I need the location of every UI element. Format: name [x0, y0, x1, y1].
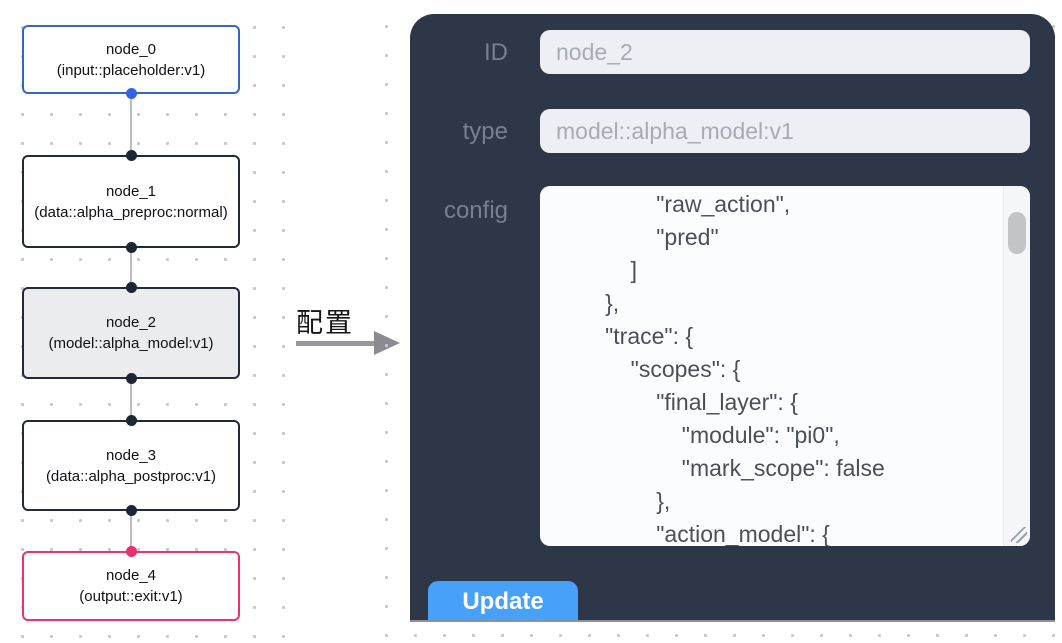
output-port[interactable]	[125, 373, 137, 384]
config-textarea[interactable]: "raw_action", "pred" ] }, "trace": { "sc…	[540, 186, 1030, 546]
id-field-label: ID	[484, 39, 508, 66]
input-port[interactable]	[125, 415, 137, 426]
type-input[interactable]	[540, 109, 1030, 153]
node-subtitle: (input::placeholder:v1)	[56, 61, 206, 79]
input-port[interactable]	[125, 150, 137, 161]
scrollbar-thumb[interactable]	[1008, 212, 1026, 254]
type-field-label: type	[462, 118, 508, 145]
node-title: node_1	[105, 182, 157, 200]
output-port[interactable]	[125, 88, 137, 99]
configure-label: 配置	[296, 308, 354, 338]
scrollbar-track[interactable]	[1003, 186, 1030, 546]
node-node_1[interactable]: node_1 (data::alpha_preproc:normal)	[22, 150, 240, 253]
resize-handle-icon[interactable]	[1011, 527, 1027, 543]
node-title: node_3	[105, 446, 157, 464]
node-subtitle: (data::alpha_preproc:normal)	[34, 203, 228, 221]
node-node_2[interactable]: node_2 (model::alpha_model:v1)	[22, 282, 240, 384]
node-subtitle: (data::alpha_postproc:v1)	[45, 467, 217, 485]
id-input[interactable]	[540, 30, 1030, 74]
node-title: node_2	[105, 314, 157, 331]
flow-canvas[interactable]: node_0 (input::placeholder:v1) node_1 (d…	[0, 0, 296, 643]
arrow-right-icon	[296, 341, 375, 346]
node-node_0[interactable]: node_0 (input::placeholder:v1)	[22, 25, 240, 99]
node-node_4[interactable]: node_4 (output::exit:v1)	[22, 546, 240, 621]
update-button[interactable]: Update	[428, 581, 578, 620]
node-title: node_4	[105, 567, 157, 584]
node-node_3[interactable]: node_3 (data::alpha_postproc:v1)	[22, 415, 240, 516]
node-config-panel: ID type config "raw_action", "pred" ] },…	[410, 14, 1055, 622]
node-title: node_0	[105, 40, 157, 58]
config-field-label: config	[443, 197, 508, 224]
input-port[interactable]	[125, 282, 137, 293]
config-json-text[interactable]: "raw_action", "pred" ] }, "trace": { "sc…	[605, 191, 885, 546]
output-port[interactable]	[125, 242, 137, 253]
input-port[interactable]	[125, 546, 137, 557]
output-port[interactable]	[125, 505, 137, 516]
node-subtitle: (output::exit:v1)	[79, 588, 183, 605]
node-subtitle: (model::alpha_model:v1)	[48, 335, 214, 352]
